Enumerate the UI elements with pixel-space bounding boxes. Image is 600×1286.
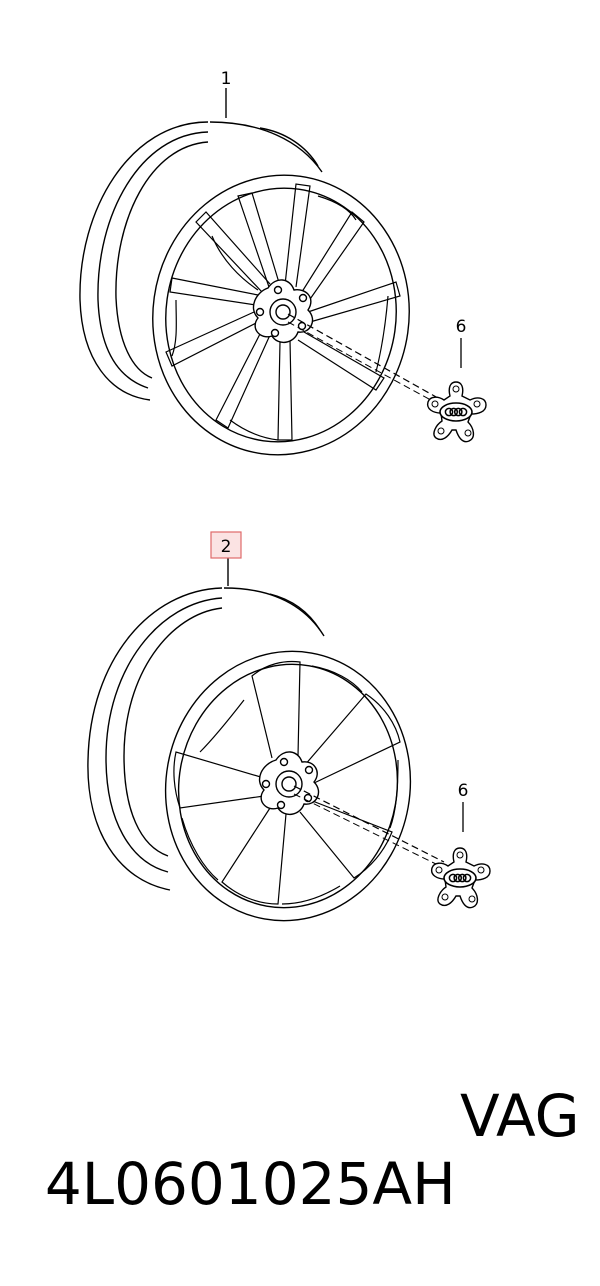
wheel-top bbox=[79, 88, 410, 456]
callout-1: 1 bbox=[221, 69, 232, 89]
wheel-cap-top bbox=[426, 381, 487, 443]
wheel-bottom bbox=[87, 558, 412, 922]
wheel-cap-bottom bbox=[430, 847, 491, 909]
brand-name: VAG bbox=[460, 1082, 580, 1150]
callout-6-top: 6 bbox=[456, 317, 467, 337]
axis-line-top bbox=[287, 313, 439, 399]
callout-2-highlight-box[interactable] bbox=[210, 531, 242, 559]
callout-2: 2 bbox=[221, 537, 232, 557]
parts-diagram: 1 2 6 6 bbox=[79, 69, 491, 922]
part-number: 4L0601025AH bbox=[44, 1150, 456, 1218]
axis-line-bottom bbox=[293, 785, 445, 863]
callout-6-bottom: 6 bbox=[458, 781, 469, 801]
part-number-caption: 4L0601025AH VAG bbox=[8, 1082, 580, 1286]
